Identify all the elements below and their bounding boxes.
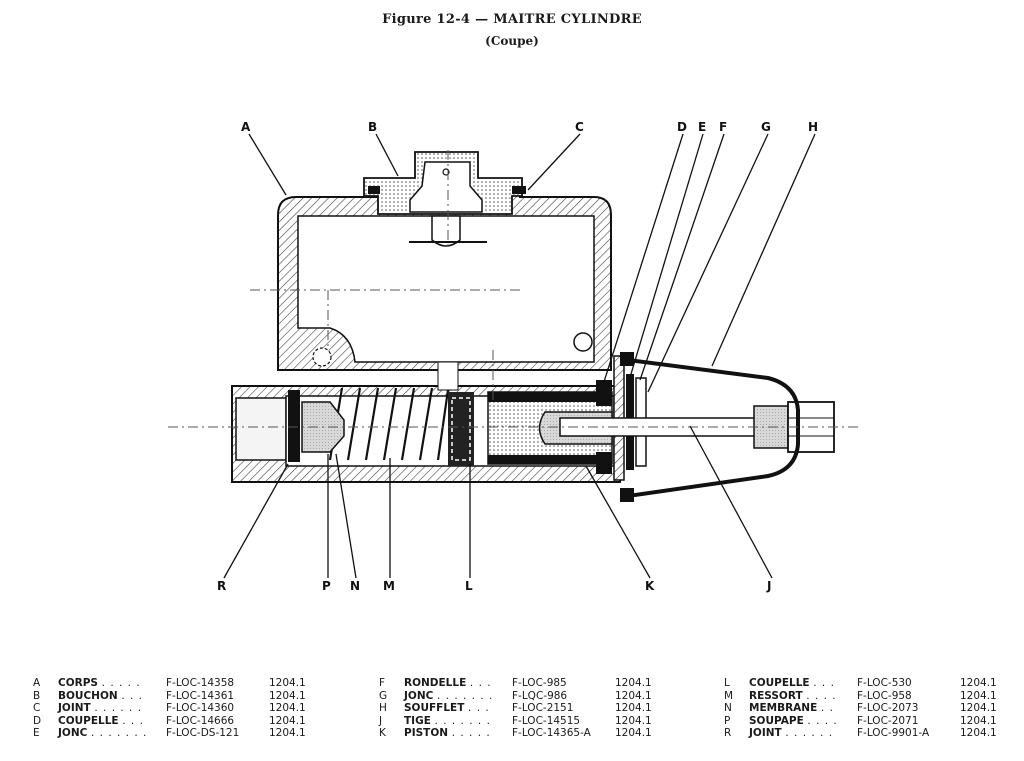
cup-coupelle xyxy=(448,392,474,466)
callout-N: N xyxy=(350,579,360,593)
leader-lines xyxy=(223,133,816,579)
callout-A: A xyxy=(241,120,251,134)
filler-cap-bouchon xyxy=(363,151,523,247)
callout-H: H xyxy=(808,120,818,134)
figure-title: Figure 12-4 — MAITRE CYLINDRE xyxy=(382,12,642,27)
callout-K: K xyxy=(645,579,655,593)
callout-M: M xyxy=(383,579,395,593)
callout-J: J xyxy=(766,579,771,593)
callout-G: G xyxy=(761,120,771,134)
callout-D: D xyxy=(677,120,687,134)
callout-F: F xyxy=(719,120,727,134)
callout-P: P xyxy=(322,579,331,593)
callout-C: C xyxy=(575,120,584,134)
callout-B: B xyxy=(368,120,377,134)
figure-subtitle: (Coupe) xyxy=(485,34,539,48)
callout-L: L xyxy=(465,579,473,593)
center-lines xyxy=(168,150,860,428)
callout-R: R xyxy=(217,579,226,593)
callout-E: E xyxy=(698,120,706,134)
gasket-joint xyxy=(512,186,526,194)
